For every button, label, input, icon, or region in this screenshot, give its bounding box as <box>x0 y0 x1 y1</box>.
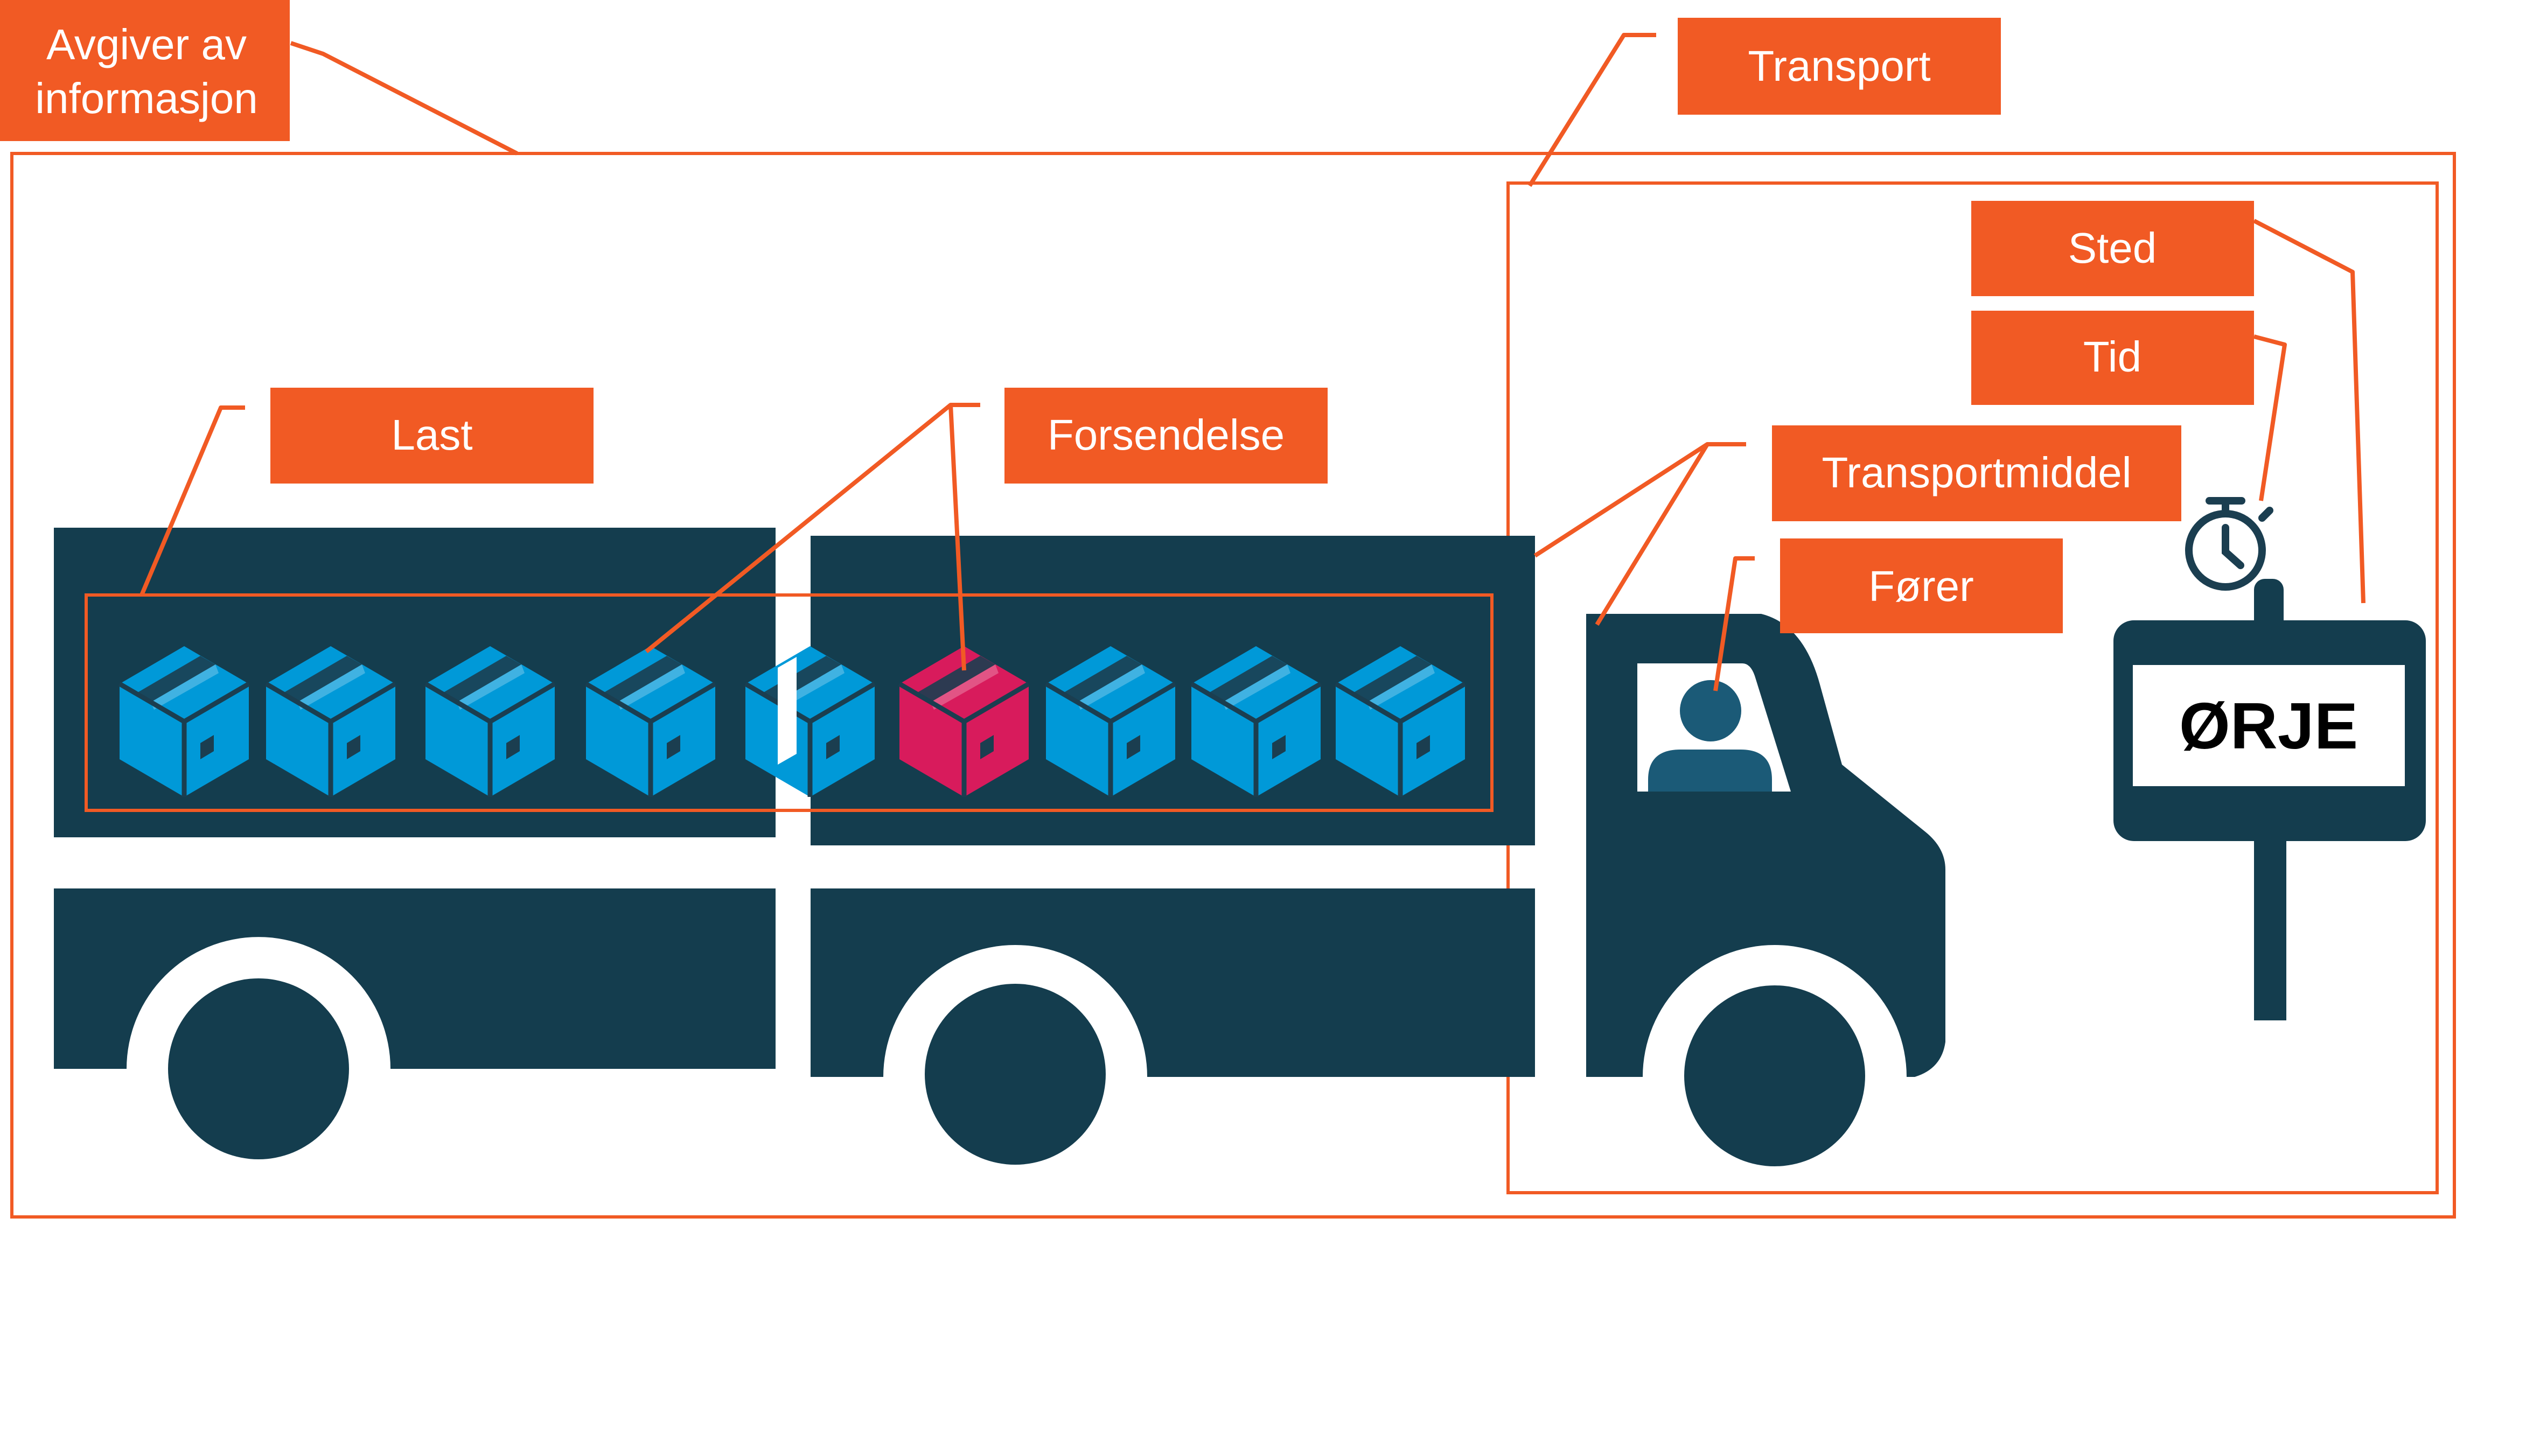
label-avgiver-line2: informasjon <box>35 74 258 122</box>
label-forsendelse-text: Forsendelse <box>1048 411 1285 459</box>
location-sign-icon: ØRJE <box>2113 579 2426 1020</box>
package-icon <box>745 646 875 797</box>
label-sted-text: Sted <box>2068 224 2157 272</box>
label-transport-text: Transport <box>1748 42 1930 90</box>
boxes-row <box>120 646 1465 797</box>
label-forer: Fører <box>1780 538 2063 633</box>
connector-transportmiddel-b <box>1595 443 1709 626</box>
stopwatch-icon <box>2185 497 2273 591</box>
label-transportmiddel: Transportmiddel <box>1772 425 2181 521</box>
last-frame <box>85 593 1494 812</box>
connector-sted <box>2253 219 2365 604</box>
wheel-front <box>1684 985 1865 1166</box>
label-last: Last <box>270 388 594 484</box>
label-sted: Sted <box>1971 201 2254 296</box>
connector-last <box>139 405 245 596</box>
avgiver-frame <box>10 152 2456 1219</box>
label-tid-text: Tid <box>2083 333 2141 381</box>
label-transportmiddel-text: Transportmiddel <box>1822 449 2131 496</box>
connector-forsendelse-b <box>948 404 966 671</box>
sign-post <box>2254 808 2286 1020</box>
label-forer-text: Fører <box>1868 562 1974 610</box>
label-last-text: Last <box>391 411 472 459</box>
label-tid: Tid <box>1971 311 2254 405</box>
wheel-rear <box>168 978 349 1159</box>
label-avgiver-line1: Avgiver av <box>46 20 247 68</box>
connector-forer <box>1713 556 1755 691</box>
sign-inner <box>2133 665 2405 786</box>
wheel-middle <box>925 984 1106 1165</box>
label-transport: Transport <box>1678 18 2001 115</box>
connector-tid <box>2253 334 2287 501</box>
connector-transportmiddel-a <box>1533 442 1746 558</box>
box-split-gap <box>778 657 797 765</box>
connector-avgiver <box>290 41 518 156</box>
label-avgiver: Avgiver av informasjon <box>0 0 290 141</box>
connector-lines <box>139 33 2365 691</box>
driver-icon <box>1648 680 1772 792</box>
connector-transport <box>1527 33 1656 187</box>
label-forsendelse: Forsendelse <box>1004 388 1328 484</box>
sign-text: ØRJE <box>2179 689 2358 762</box>
truck-icon <box>54 528 1945 1166</box>
chassis-left <box>54 888 776 1069</box>
chassis-right <box>811 888 1535 1077</box>
